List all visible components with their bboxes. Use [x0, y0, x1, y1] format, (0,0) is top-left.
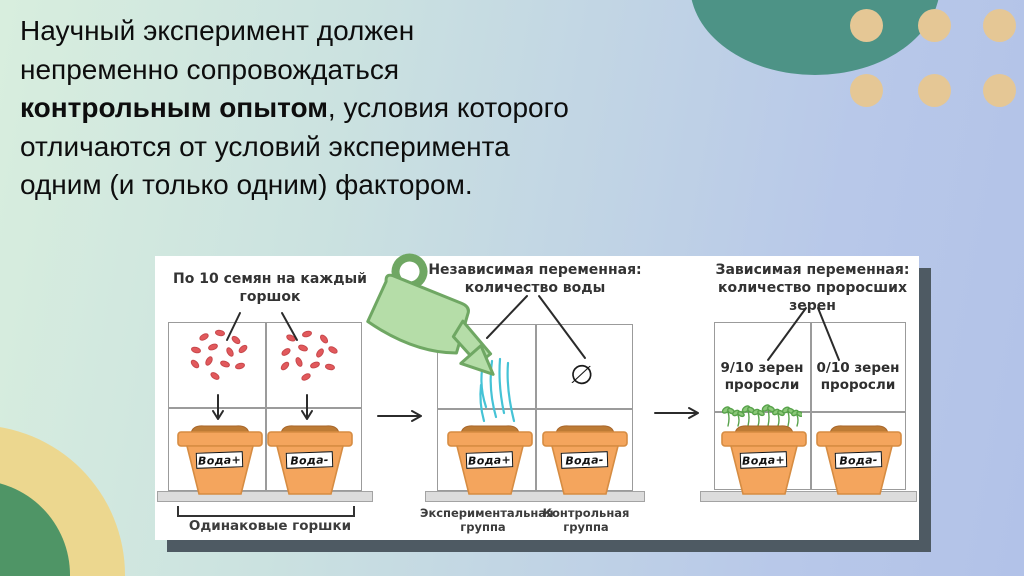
- pot-label: Вода-: [285, 451, 334, 469]
- grid-divider: [535, 325, 537, 490]
- pointer-line: [281, 312, 298, 341]
- pot-water-plus: Вода+: [176, 421, 264, 495]
- group1-caption: Одинаковые горшки: [188, 518, 352, 534]
- identical-pots-bracket: [177, 506, 355, 517]
- pointer-line: [817, 307, 840, 361]
- pot-water-minus: Вода-: [541, 421, 629, 495]
- pointer-lines-overlay: [212, 295, 840, 422]
- headline-before: Научный эксперимент должен непременно со…: [20, 15, 415, 85]
- group3-title: Зависимая переменная: количество проросш…: [715, 262, 910, 315]
- teal-corner-shape: [690, 0, 940, 75]
- beige-dot: [850, 9, 883, 42]
- pot-water-plus-sprouted: Вода+: [720, 421, 808, 495]
- pot-label: Вода-: [560, 451, 609, 469]
- grid-divider: [265, 323, 267, 490]
- pot-label: Вода+: [739, 451, 788, 469]
- result-not-germinated-count: 0/10 зерен проросли: [816, 360, 900, 393]
- pointer-line: [226, 312, 241, 341]
- pot-label: Вода+: [195, 451, 244, 469]
- group2-title: Независимая переменная: количество воды: [428, 262, 642, 297]
- sprouts-icon: [722, 404, 802, 427]
- pot-label: Вода-: [834, 451, 883, 469]
- pot-water-plus: Вода+: [446, 421, 534, 495]
- pointer-line: [767, 307, 807, 361]
- arrow-right-icon: [654, 407, 699, 419]
- grid-divider: [810, 323, 812, 489]
- watering-can-icon: [366, 253, 495, 376]
- group1-title: По 10 семян на каждый горшок: [173, 271, 367, 306]
- beige-dot: [850, 74, 883, 107]
- arrow-right-icon: [377, 410, 422, 422]
- pointer-line: [486, 295, 528, 339]
- headline-text: Научный эксперимент должен непременно со…: [20, 12, 720, 205]
- seeds-cluster: [190, 329, 248, 380]
- headline-bold-term: контрольным опытом: [20, 92, 328, 123]
- shelf: [157, 491, 373, 502]
- pot-water-minus: Вода-: [815, 421, 903, 495]
- beige-dot: [918, 74, 951, 107]
- control-group-caption: Контрольная группа: [542, 506, 630, 535]
- result-germinated-count: 9/10 зерен проросли: [720, 360, 804, 393]
- shelf: [700, 491, 917, 502]
- grid-divider: [715, 411, 905, 413]
- arrow-down-icon: [212, 394, 224, 420]
- pointer-line: [538, 295, 586, 359]
- arrow-down-icon: [301, 394, 313, 420]
- pot-label: Вода+: [465, 451, 514, 469]
- grid-divider: [438, 408, 632, 410]
- experimental-group-caption: Экспериментальная группа: [420, 506, 554, 535]
- grid-divider: [169, 407, 361, 409]
- pot-water-minus: Вода-: [266, 421, 354, 495]
- shelf: [425, 491, 645, 502]
- headline-after: , условия которого отличаются от условий…: [20, 92, 569, 200]
- beige-dot: [918, 9, 951, 42]
- seeds-cluster: [280, 330, 338, 381]
- beige-dot: [983, 9, 1016, 42]
- beige-dot: [983, 74, 1016, 107]
